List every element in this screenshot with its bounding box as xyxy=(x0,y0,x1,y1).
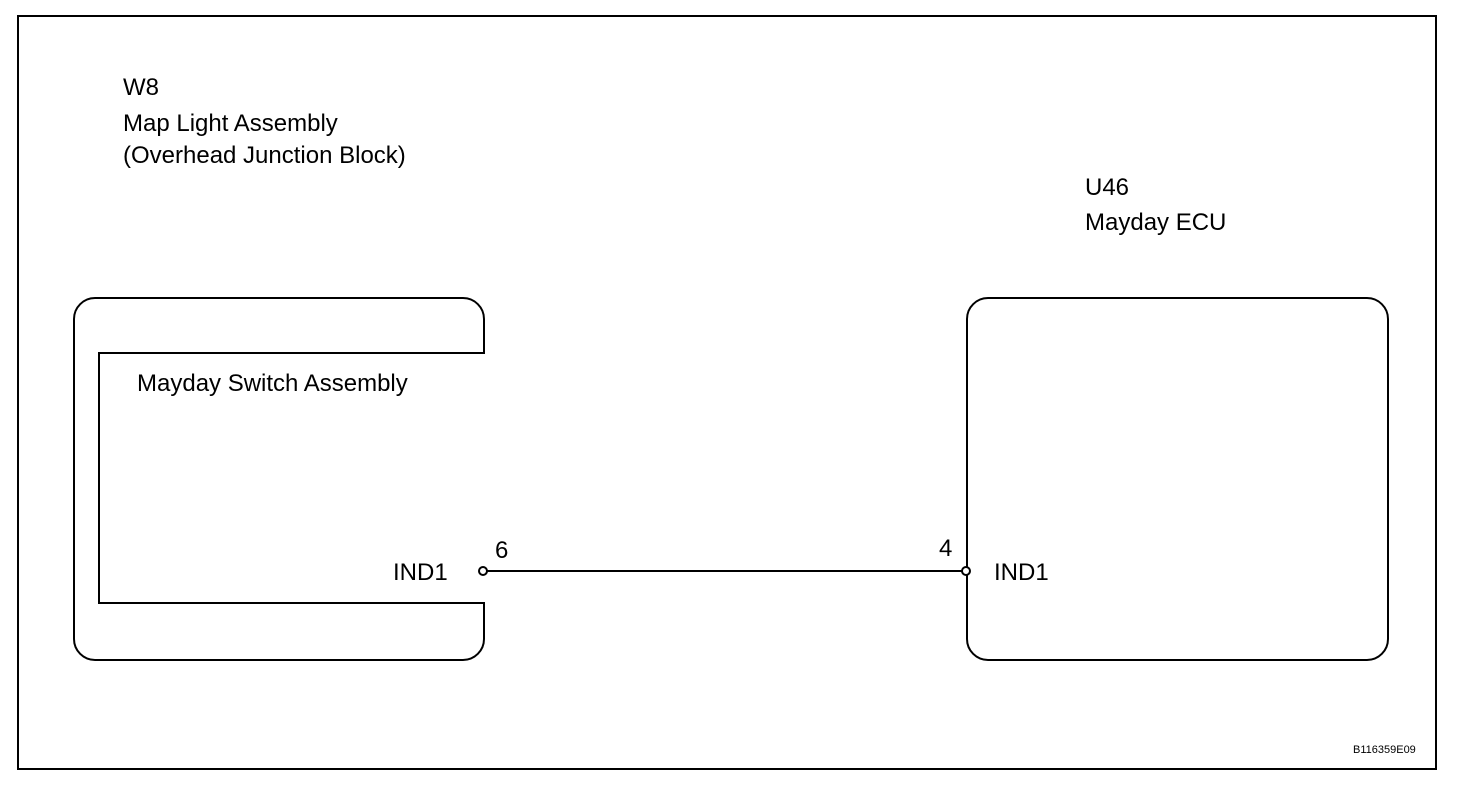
diagram-frame xyxy=(17,15,1437,770)
mayday-ecu-box xyxy=(966,297,1389,661)
left-component-code: W8 xyxy=(123,74,159,101)
mayday-switch-assembly-label: Mayday Switch Assembly xyxy=(137,370,408,397)
left-component-subname: (Overhead Junction Block) xyxy=(123,142,406,169)
right-pin-number: 4 xyxy=(939,535,953,562)
right-component-name: Mayday ECU xyxy=(1085,209,1227,236)
ind1-wire xyxy=(484,570,967,572)
left-terminal-pin xyxy=(478,566,488,576)
left-pin-number: 6 xyxy=(495,537,509,564)
left-component-name: Map Light Assembly xyxy=(123,110,338,137)
left-terminal-label: IND1 xyxy=(393,559,448,586)
figure-code: B116359E09 xyxy=(1353,744,1416,756)
right-terminal-pin xyxy=(961,566,971,576)
right-component-code: U46 xyxy=(1085,174,1130,201)
right-terminal-label: IND1 xyxy=(994,559,1049,586)
mayday-switch-assembly-box xyxy=(98,352,485,604)
